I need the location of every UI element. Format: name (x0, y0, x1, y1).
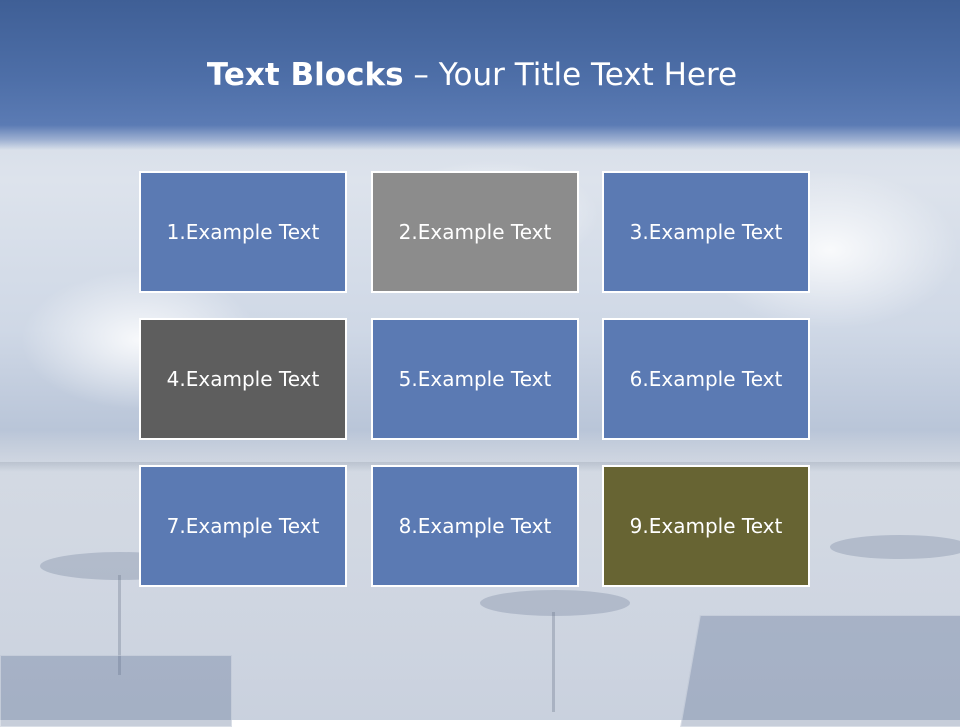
table-silhouette (830, 535, 960, 559)
text-block-1: 1.Example Text (139, 171, 347, 293)
text-block-8: 8.Example Text (371, 465, 579, 587)
table-leg (552, 612, 555, 712)
text-block-6: 6.Example Text (602, 318, 810, 440)
table-surface (0, 655, 232, 727)
text-block-label: 2.Example Text (398, 220, 552, 244)
text-block-label: 7.Example Text (166, 514, 320, 538)
text-block-5: 5.Example Text (371, 318, 579, 440)
title-banner (0, 0, 960, 150)
text-block-4: 4.Example Text (139, 318, 347, 440)
text-block-label: 6.Example Text (629, 367, 783, 391)
text-block-3: 3.Example Text (602, 171, 810, 293)
table-surface (680, 615, 960, 727)
text-block-7: 7.Example Text (139, 465, 347, 587)
slide-title: Text Blocks – Your Title Text Here (0, 54, 944, 96)
text-block-label: 9.Example Text (629, 514, 783, 538)
title-dash: – (403, 57, 439, 93)
text-block-label: 5.Example Text (398, 367, 552, 391)
text-block-9: 9.Example Text (602, 465, 810, 587)
text-block-label: 8.Example Text (398, 514, 552, 538)
title-bold: Text Blocks (206, 57, 404, 93)
text-block-label: 3.Example Text (629, 220, 783, 244)
text-block-2: 2.Example Text (371, 171, 579, 293)
text-block-label: 4.Example Text (166, 367, 320, 391)
table-leg (118, 575, 121, 675)
title-rest: Your Title Text Here (438, 57, 738, 93)
table-silhouette (480, 590, 630, 616)
text-block-label: 1.Example Text (166, 220, 320, 244)
